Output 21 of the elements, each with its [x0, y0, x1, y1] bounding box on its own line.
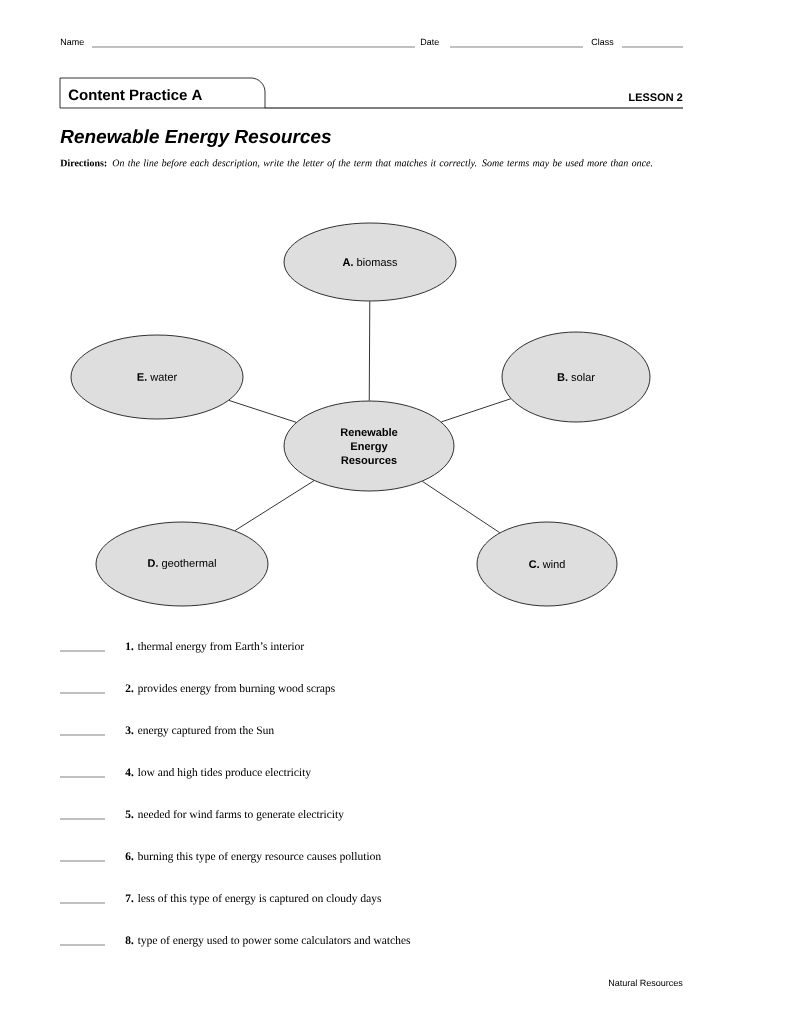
connector-line: [422, 481, 501, 533]
connector-line: [440, 398, 512, 423]
connector-line: [228, 400, 297, 423]
question-text: 2. provides energy from burning wood scraps: [125, 683, 335, 695]
question-text: 6. burning this type of energy resource causes pollution: [125, 851, 381, 863]
header-tab: Content Practice A: [59, 77, 266, 109]
lesson-label: LESSON 2: [629, 93, 683, 102]
connector-line: [234, 480, 315, 531]
question-text: 3. energy captured from the Sun: [125, 725, 274, 737]
question-text: 8. type of energy used to power some calculators and watches: [125, 935, 411, 947]
question-text: 7. less of this type of energy is captured on cloudy days: [125, 893, 382, 905]
name-label: Name: [60, 38, 84, 46]
date-label: Date: [420, 38, 439, 46]
question-text: 1. thermal energy from Earth’s interior: [126, 641, 305, 653]
class-label: Class: [591, 38, 614, 46]
question-text: 4. low and high tides produce electricity: [125, 768, 312, 779]
footer-text: Natural Resources: [609, 979, 683, 987]
connector-line: [368, 301, 371, 401]
title: Renewable Energy Resources: [60, 129, 331, 147]
question-text: 5. needed for wind farms to generate electricity: [125, 809, 344, 821]
directions-text: Directions: On the line before each description, write the letter of the term that matches it correctly. Some terms may be used more than once.: [60, 159, 653, 169]
